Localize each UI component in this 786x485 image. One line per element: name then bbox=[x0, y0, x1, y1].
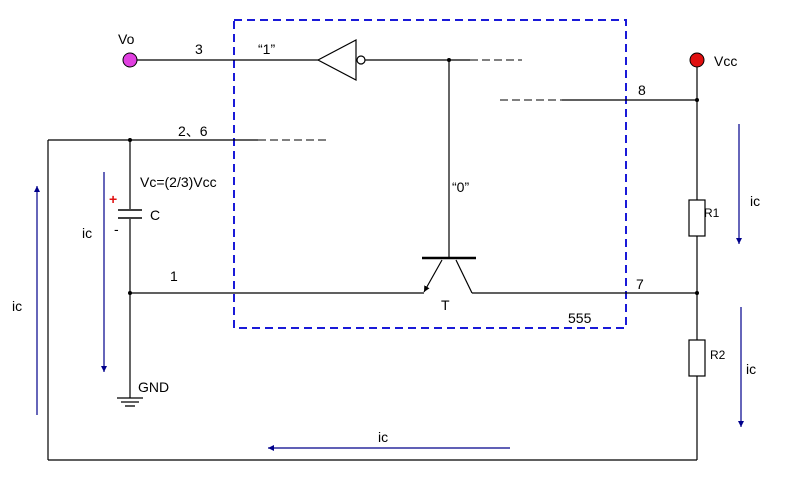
logic-low-label: “0” bbox=[452, 179, 469, 195]
inverter-bubble bbox=[356, 55, 366, 65]
vcc-node bbox=[689, 52, 705, 68]
chip-555-outline bbox=[233, 19, 627, 329]
pin26-label: 2、6 bbox=[178, 123, 208, 139]
pin7-label: 7 bbox=[636, 276, 644, 292]
ic-bottom-label: ic bbox=[378, 429, 388, 445]
cap-plus-label: + bbox=[109, 191, 117, 207]
r2-resistor bbox=[688, 339, 706, 377]
vo-label: Vo bbox=[118, 31, 135, 47]
logic-high-label: “1” bbox=[258, 41, 275, 57]
cap-minus-label: - bbox=[114, 221, 119, 237]
vcc-label: Vcc bbox=[714, 53, 737, 69]
cap-name-label: C bbox=[150, 207, 160, 223]
cap-voltage-label: Vc=(2/3)Vcc bbox=[140, 174, 217, 190]
transistor-collector bbox=[455, 259, 473, 294]
chip-555-label: 555 bbox=[568, 310, 592, 326]
transistor-emitter bbox=[423, 259, 443, 293]
inverter-symbol bbox=[316, 39, 357, 81]
ic-cap-label: ic bbox=[82, 225, 92, 241]
ic-left-label: ic bbox=[12, 298, 22, 314]
r2-label: R2 bbox=[710, 348, 726, 362]
pin3-label: 3 bbox=[195, 41, 203, 57]
gnd-label: GND bbox=[138, 379, 169, 395]
vo-node bbox=[122, 52, 138, 68]
transistor-label: T bbox=[441, 297, 450, 313]
ic-r2-label: ic bbox=[746, 361, 756, 377]
r1-label: R1 bbox=[704, 206, 720, 220]
pin1-label: 1 bbox=[170, 268, 178, 284]
pin8-label: 8 bbox=[638, 82, 646, 98]
ic-r1-label: ic bbox=[750, 193, 760, 209]
r1-resistor bbox=[688, 199, 706, 237]
